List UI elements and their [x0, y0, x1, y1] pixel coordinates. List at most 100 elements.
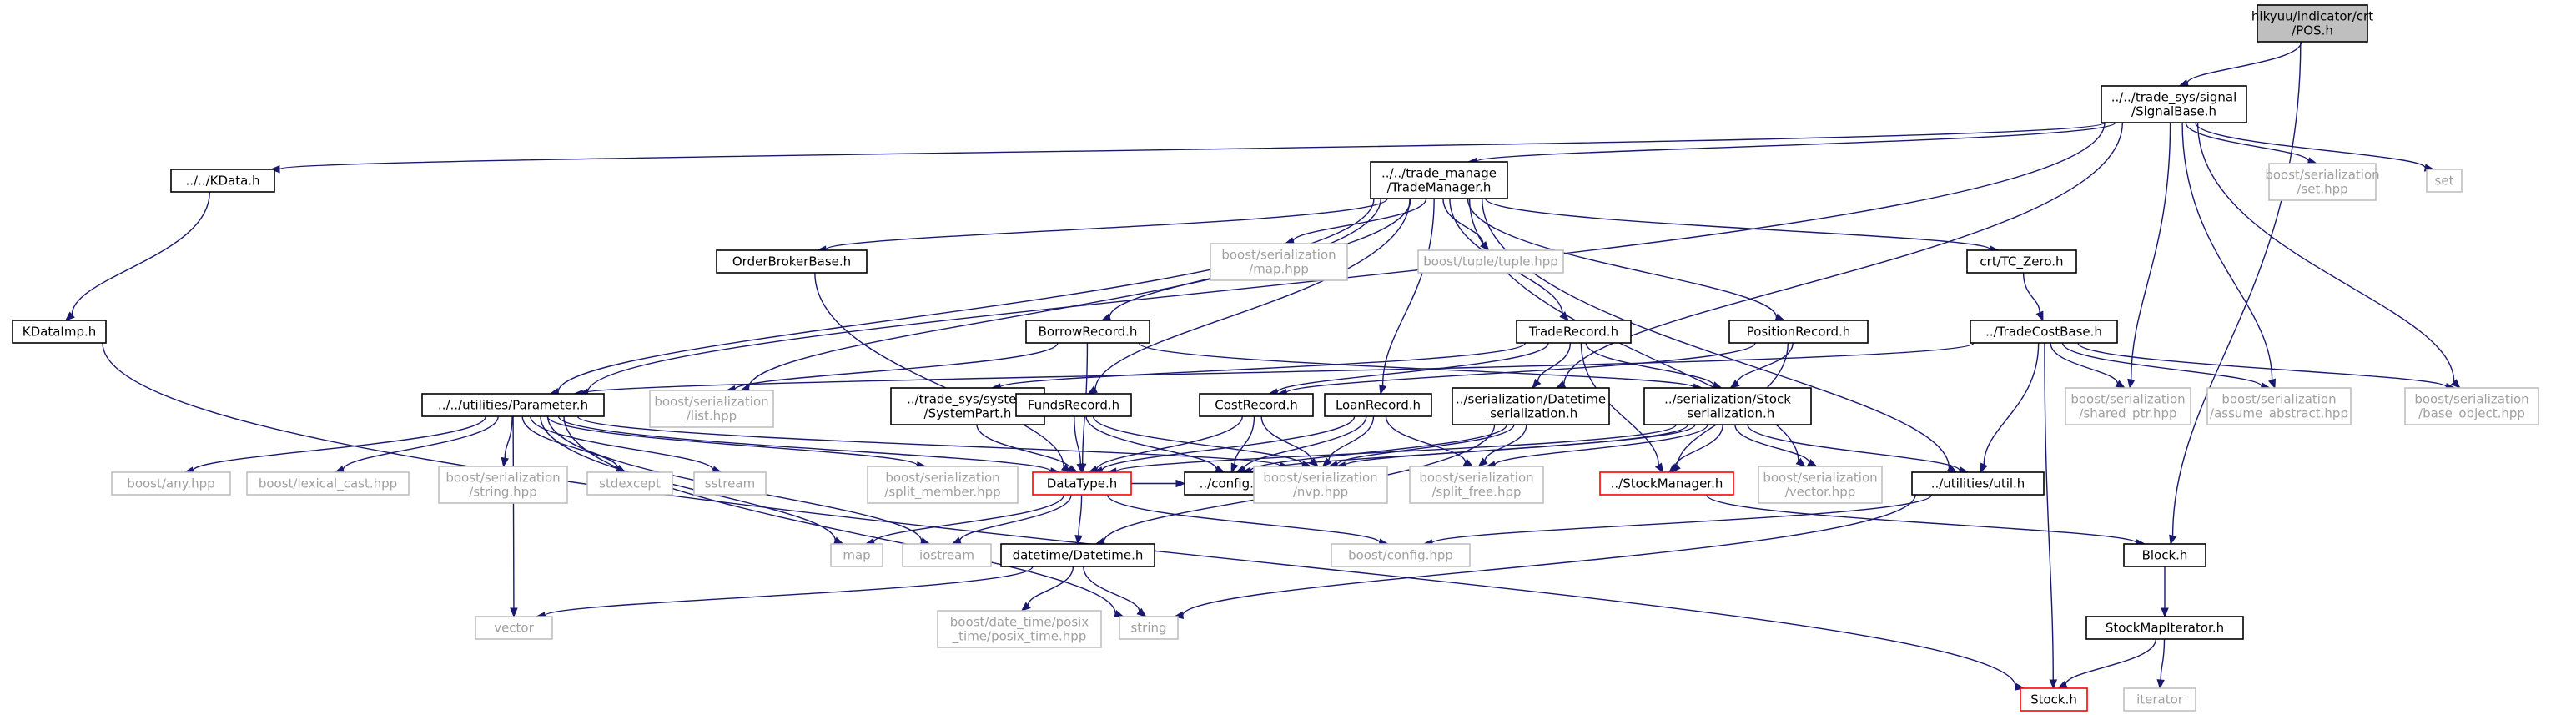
node-assumeabs[interactable]: boost/serialization/assume_abstract.hpp: [2206, 387, 2352, 425]
node-tuple[interactable]: boost/tuple/tuple.hpp: [1417, 249, 1564, 274]
node-label: ../serialization/Datetime: [1456, 392, 1606, 407]
edge-line: [102, 342, 2016, 687]
edge-sstock-to-stockmanager: [1668, 424, 1723, 473]
node-traderecord[interactable]: TradeRecord.h: [1516, 320, 1632, 344]
edge-signalbase-to-sharedptr: [2127, 122, 2171, 390]
node-label: /assume_abstract.hpp: [2210, 406, 2348, 422]
edge-funds-to-datatype: [1074, 415, 1084, 474]
node-label: boost/serialization: [2221, 392, 2336, 407]
node-box: [693, 471, 767, 496]
node-baseobj[interactable]: boost/serialization/base_object.hpp: [2404, 387, 2539, 425]
edge-arrowhead: [1668, 463, 1678, 473]
edge-line: [1983, 342, 2040, 465]
node-orderbroker[interactable]: OrderBrokerBase.h: [716, 249, 868, 274]
node-signalbase[interactable]: ../../trade_sys/signal/SignalBase.h: [2101, 85, 2247, 123]
edge-line: [504, 415, 513, 459]
node-box: [12, 320, 107, 344]
node-label: _time/posix_time.hpp: [952, 629, 1087, 645]
edge-sstock-to-vectorhpp: [1734, 424, 1818, 467]
node-util[interactable]: ../utilities/util.h: [1911, 471, 2045, 496]
edge-arrowhead: [1729, 380, 1740, 389]
node-splitfree[interactable]: boost/serialization/split_free.hpp: [1409, 466, 1544, 504]
node-label: boost/serialization: [1263, 471, 1377, 486]
edge-arrowhead: [2049, 679, 2057, 690]
node-systempart[interactable]: ../trade_sys/system/SystemPart.h: [890, 387, 1045, 425]
node-borrow[interactable]: BorrowRecord.h: [1025, 320, 1150, 344]
node-maphpp[interactable]: boost/serialization/map.hpp: [1210, 243, 1348, 281]
node-cost[interactable]: CostRecord.h: [1199, 393, 1314, 417]
graph-edges: [64, 41, 2461, 691]
node-funds[interactable]: FundsRecord.h: [1015, 393, 1132, 417]
edge-line: [814, 272, 1064, 467]
node-sstream[interactable]: sstream: [693, 471, 767, 496]
edge-funds-to-config: [1085, 415, 1225, 473]
edge-arrowhead: [1477, 457, 1488, 467]
node-iterator[interactable]: iterator: [2123, 687, 2196, 712]
node-label: StockMapIterator.h: [2106, 621, 2224, 636]
node-parameter[interactable]: ../../utilities/Parameter.h: [421, 393, 605, 417]
edge-arrowhead: [501, 456, 509, 468]
node-set[interactable]: set: [2426, 169, 2463, 193]
node-sdatetime[interactable]: ../serialization/Datetime_serialization.…: [1452, 387, 1610, 425]
edge-line: [1078, 494, 1083, 536]
node-label: boost/serialization: [2265, 168, 2379, 183]
node-lexical[interactable]: boost/lexical_cast.hpp: [246, 471, 410, 496]
node-nvp[interactable]: boost/serialization/nvp.hpp: [1253, 466, 1388, 504]
edge-tradecost-to-sharedptr: [2050, 342, 2126, 389]
edge-line: [2131, 122, 2171, 380]
node-kdataimp[interactable]: KDataImp.h: [12, 320, 107, 344]
node-label: /shared_ptr.hpp: [2079, 406, 2176, 422]
node-block[interactable]: Block.h: [2123, 543, 2206, 567]
node-box: [716, 249, 868, 274]
node-tczero[interactable]: crt/TC_Zero.h: [1966, 249, 2077, 274]
node-listhpp[interactable]: boost/serialization/list.hpp: [649, 390, 774, 428]
node-label: ../../trade_sys/signal: [2111, 90, 2237, 106]
node-stockmapit[interactable]: StockMapIterator.h: [2085, 616, 2244, 640]
node-splitmember[interactable]: boost/serialization/split_member.hpp: [867, 466, 1019, 504]
edge-line: [279, 122, 2106, 170]
node-label: boost/date_time/posix: [950, 615, 1089, 631]
edge-arrowhead: [1230, 462, 1239, 474]
edge-line: [563, 415, 1116, 614]
node-datetime[interactable]: datetime/Datetime.h: [1000, 543, 1155, 567]
node-box: [1758, 466, 1883, 504]
node-stringhpp[interactable]: boost/serialization/string.hpp: [438, 466, 568, 504]
edge-line: [2061, 342, 2262, 387]
node-kdata[interactable]: ../../KData.h: [170, 169, 275, 193]
node-pos[interactable]: hikyuu/indicator/crt/POS.h: [2251, 4, 2373, 43]
node-sharedptr[interactable]: boost/serialization/shared_ptr.hpp: [2065, 387, 2191, 425]
node-posixtime[interactable]: boost/date_time/posix_time/posix_time.hp…: [937, 610, 1102, 648]
node-stock[interactable]: Stock.h: [2020, 687, 2088, 712]
edge-datatype-to-datetime: [1074, 494, 1083, 546]
node-anyhpp[interactable]: boost/any.hpp: [111, 471, 231, 496]
node-box: [649, 390, 774, 428]
node-boostconfig[interactable]: boost/config.hpp: [1331, 543, 1471, 567]
node-loan[interactable]: LoanRecord.h: [1324, 393, 1432, 417]
node-map[interactable]: map: [830, 543, 883, 567]
node-position[interactable]: PositionRecord.h: [1728, 320, 1869, 344]
node-datatype[interactable]: DataType.h: [1032, 471, 1132, 496]
edge-line: [2195, 122, 2426, 169]
node-sethpp[interactable]: boost/serialization/set.hpp: [2265, 163, 2380, 201]
node-string[interactable]: string: [1119, 616, 1179, 640]
node-box: [1210, 243, 1348, 281]
node-box: [1728, 320, 1869, 344]
node-trademanager[interactable]: ../../trade_manage/TradeManager.h: [1370, 161, 1508, 199]
node-box: [1199, 393, 1314, 417]
node-sstock[interactable]: ../serialization/Stock_serialization.h: [1643, 387, 1812, 425]
node-box: [1643, 387, 1812, 425]
node-box: [475, 616, 553, 640]
node-label: crt/TC_Zero.h: [1980, 254, 2063, 270]
edge-block-to-stockmapit: [2161, 566, 2169, 618]
node-stdexcept[interactable]: stdexcept: [586, 471, 673, 496]
edge-arrowhead: [269, 164, 280, 174]
node-box: [1409, 466, 1544, 504]
edge-arrowhead: [1074, 535, 1083, 546]
node-iostream[interactable]: iostream: [902, 543, 992, 567]
node-stockmanager[interactable]: ../StockManager.h: [1599, 471, 1734, 496]
node-vector[interactable]: vector: [475, 616, 553, 640]
edge-line: [1476, 122, 2116, 163]
node-tradecost[interactable]: ../TradeCostBase.h: [1970, 320, 2118, 344]
node-box: [2123, 543, 2206, 567]
node-vectorhpp[interactable]: boost/serialization/vector.hpp: [1758, 466, 1883, 504]
